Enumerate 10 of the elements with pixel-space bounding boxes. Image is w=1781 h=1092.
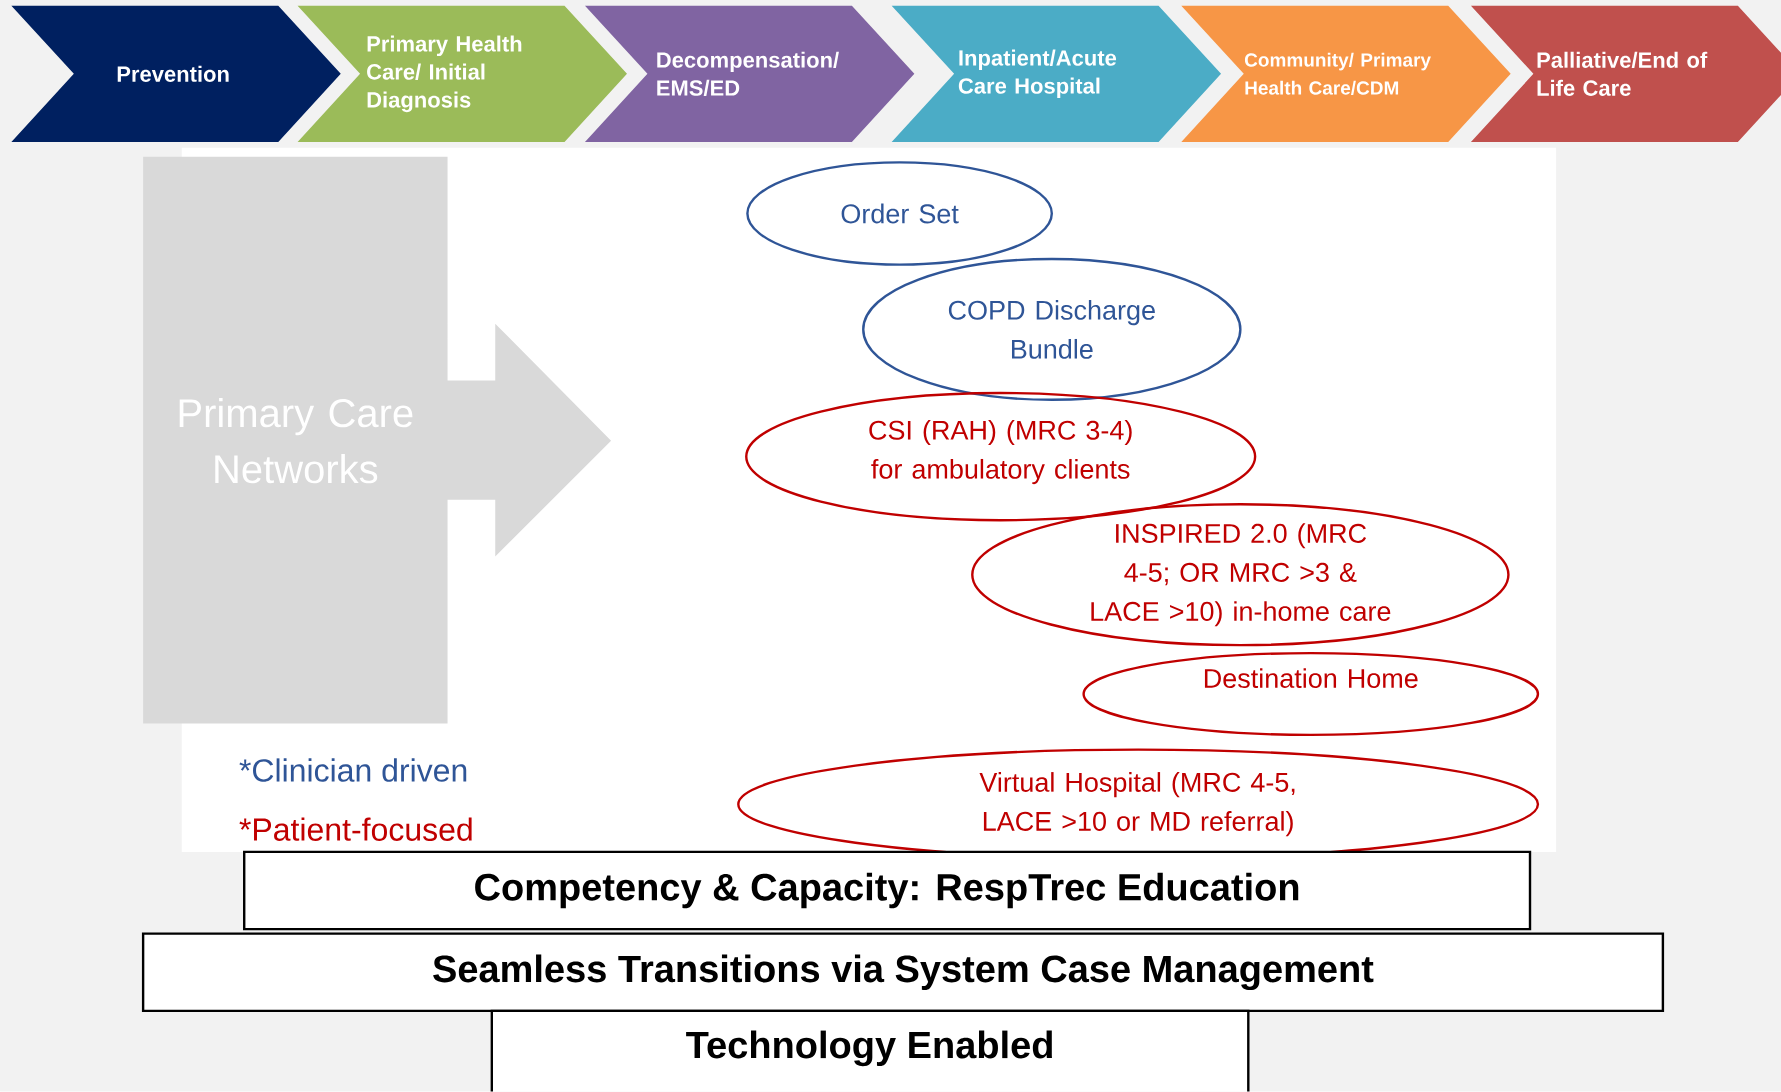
stage-banner: Primary Health Care/ Initial Diagnosis: [297, 5, 627, 143]
stage-banner: Palliative/End of Life Care: [1470, 5, 1781, 143]
legend-text: *Patient-focused: [239, 817, 472, 842]
stage-banner: Community/ Primary Health Care/CDM: [1181, 5, 1511, 143]
legend-text: *Clinician driven: [239, 758, 467, 783]
stage-banner: Prevention: [11, 5, 341, 143]
banner-box: Competency & Capacity: RespTrec Education: [243, 850, 1532, 931]
banner-box: Technology Enabled: [490, 1009, 1250, 1092]
stage-banner: Decompensation/ EMS/ED: [584, 5, 915, 143]
stage-banner: Inpatient/Acute Care Hospital: [891, 5, 1222, 143]
